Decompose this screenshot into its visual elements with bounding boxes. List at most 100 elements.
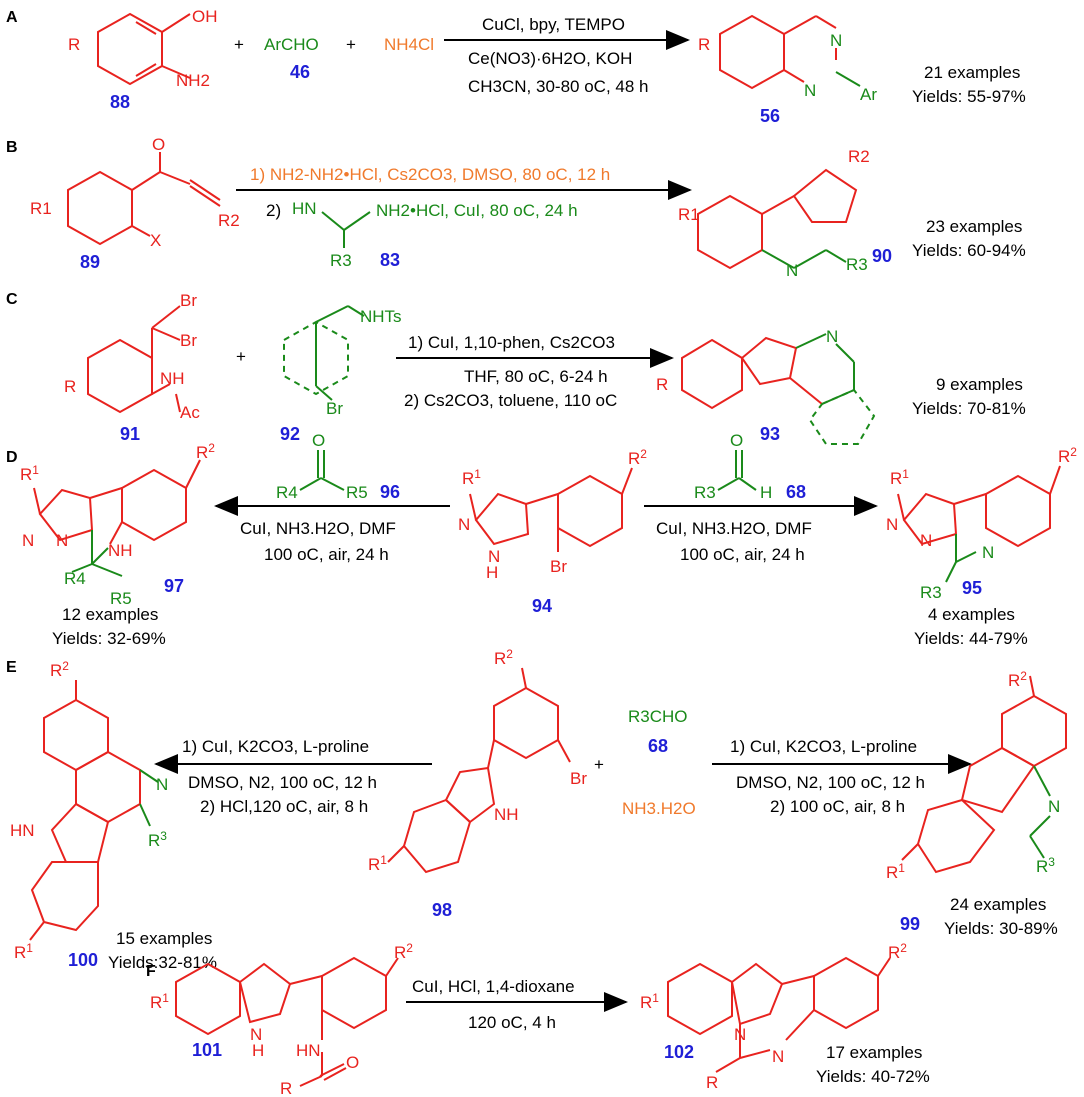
compound-90-structure: [697, 168, 858, 270]
r2-label: R2: [494, 647, 513, 668]
amine-label: NH2: [176, 71, 210, 90]
yield-range: Yields: 44-79%: [914, 629, 1028, 648]
r1-label: R1: [368, 853, 387, 874]
condition-text: THF, 80 oC, 6-24 h: [464, 367, 608, 386]
plus-sign: +: [236, 347, 246, 366]
examples-count: 23 examples: [926, 217, 1022, 236]
r2-label: R2: [50, 659, 69, 680]
r1-label: R1: [886, 861, 905, 882]
r1-label: R1: [890, 467, 909, 488]
compound-101-number: 101: [192, 1040, 222, 1060]
r5-label: R5: [346, 483, 368, 502]
r2-label: R2: [218, 211, 240, 230]
condition-text: 2) 100 oC, air, 8 h: [770, 797, 905, 816]
examples-count: 4 examples: [928, 605, 1015, 624]
bromine-label: Br: [550, 557, 567, 576]
yield-range: Yields: 55-97%: [912, 87, 1026, 106]
yield-range: Yields:32-81%: [108, 953, 217, 972]
plus-sign: +: [346, 35, 356, 54]
yield-range: Yields: 30-89%: [944, 919, 1058, 938]
bromine-label: Br: [326, 399, 343, 418]
nitrogen-label: N: [826, 327, 838, 346]
bromine-label: Br: [180, 291, 197, 310]
oxygen-label: O: [730, 431, 743, 450]
r1-label: R1: [150, 991, 169, 1012]
r-group-label: R: [68, 35, 80, 54]
condition-text: 1) CuI, K2CO3, L-proline: [730, 737, 917, 756]
nitrogen-label: N: [734, 1025, 746, 1044]
compound-92-structure: [283, 305, 365, 401]
condition-text: CuI, NH3.H2O, DMF: [240, 519, 396, 538]
compound-90-number: 90: [872, 246, 892, 266]
r2-label: R2: [628, 447, 647, 468]
compound-46-number: 46: [290, 62, 310, 82]
r4-label: R4: [276, 483, 298, 502]
aldehyde-label: ArCHO: [264, 35, 319, 54]
compound-83-number: 83: [380, 250, 400, 270]
aryl-label: Ar: [860, 85, 877, 104]
condition-text: 1) NH2-NH2•HCl, Cs2CO3, DMSO, 80 oC, 12 …: [250, 165, 610, 184]
r1-label: R1: [640, 991, 659, 1012]
r-group-label: R: [698, 35, 710, 54]
plus-sign: +: [594, 755, 604, 774]
compound-94-number: 94: [532, 596, 552, 616]
amide-hn-label: HN: [296, 1041, 321, 1060]
nitrogen-label: N: [156, 775, 168, 794]
r-group-label: R: [64, 377, 76, 396]
hydrogen-label: H: [760, 483, 772, 502]
compound-91-number: 91: [120, 424, 140, 444]
nitrogen-label: N: [22, 531, 34, 550]
hydrogen-label: H: [252, 1041, 264, 1060]
r3-label: R3: [920, 583, 942, 602]
r3-label: R3: [694, 483, 716, 502]
examples-count: 12 examples: [62, 605, 158, 624]
amine-nh-label: NH: [108, 541, 133, 560]
plus-sign: +: [234, 35, 244, 54]
compound-95-structure: [897, 465, 1061, 583]
compound-99-structure: [901, 675, 1067, 874]
compound-100-structure: [29, 680, 159, 941]
condition-text: NH2•HCl, CuI, 80 oC, 24 h: [376, 201, 578, 220]
r2-label: R2: [888, 941, 907, 962]
compound-88-number: 88: [110, 92, 130, 112]
nitrogen-label: N: [1048, 797, 1060, 816]
halide-label: X: [150, 231, 161, 250]
r-group-label: R: [280, 1079, 292, 1097]
condition-text: 1) CuI, 1,10-phen, Cs2CO3: [408, 333, 615, 352]
condition-text: CuI, HCl, 1,4-dioxane: [412, 977, 575, 996]
compound-94-structure: [469, 467, 633, 552]
carbonyl-oxygen-label: O: [152, 135, 165, 154]
nitrogen-label: N: [56, 531, 68, 550]
r-group-label: R: [656, 375, 668, 394]
r2-label: R2: [196, 441, 215, 462]
condition-text: Ce(NO3)·6H2O, KOH: [468, 49, 632, 68]
r2-label: R2: [394, 941, 413, 962]
nitrogen-label: N: [804, 81, 816, 100]
condition-text: 100 oC, air, 24 h: [680, 545, 805, 564]
condition-text: 100 oC, air, 24 h: [264, 545, 389, 564]
compound-101-structure: [175, 956, 399, 1087]
r2-label: R2: [1058, 445, 1077, 466]
compound-98-number: 98: [432, 900, 452, 920]
examples-count: 15 examples: [116, 929, 212, 948]
condition-text: 1) CuI, K2CO3, L-proline: [182, 737, 369, 756]
nitrogen-label: N: [920, 531, 932, 550]
compound-95-number: 95: [962, 578, 982, 598]
aldehyde-label: R3CHO: [628, 707, 688, 726]
ketone-96-structure: [299, 450, 345, 491]
ammonia-label: NH3.H2O: [622, 799, 696, 818]
r1-label: R1: [14, 941, 33, 962]
r3-label: R3: [1036, 855, 1055, 876]
nitrogen-label: N: [786, 261, 798, 280]
condition-text: 2) Cs2CO3, toluene, 110 oC: [404, 391, 617, 410]
r2-label: R2: [848, 147, 870, 166]
condition-text: DMSO, N2, 100 oC, 12 h: [736, 773, 925, 792]
r-group-label: R: [706, 1073, 718, 1092]
condition-text: CuCl, bpy, TEMPO: [482, 15, 625, 34]
r3-label: R3: [148, 829, 167, 850]
condition-text: CuI, NH3.H2O, DMF: [656, 519, 812, 538]
hydroxyl-label: OH: [192, 7, 218, 26]
oxygen-label: O: [346, 1053, 359, 1072]
yield-range: Yields: 60-94%: [912, 241, 1026, 260]
